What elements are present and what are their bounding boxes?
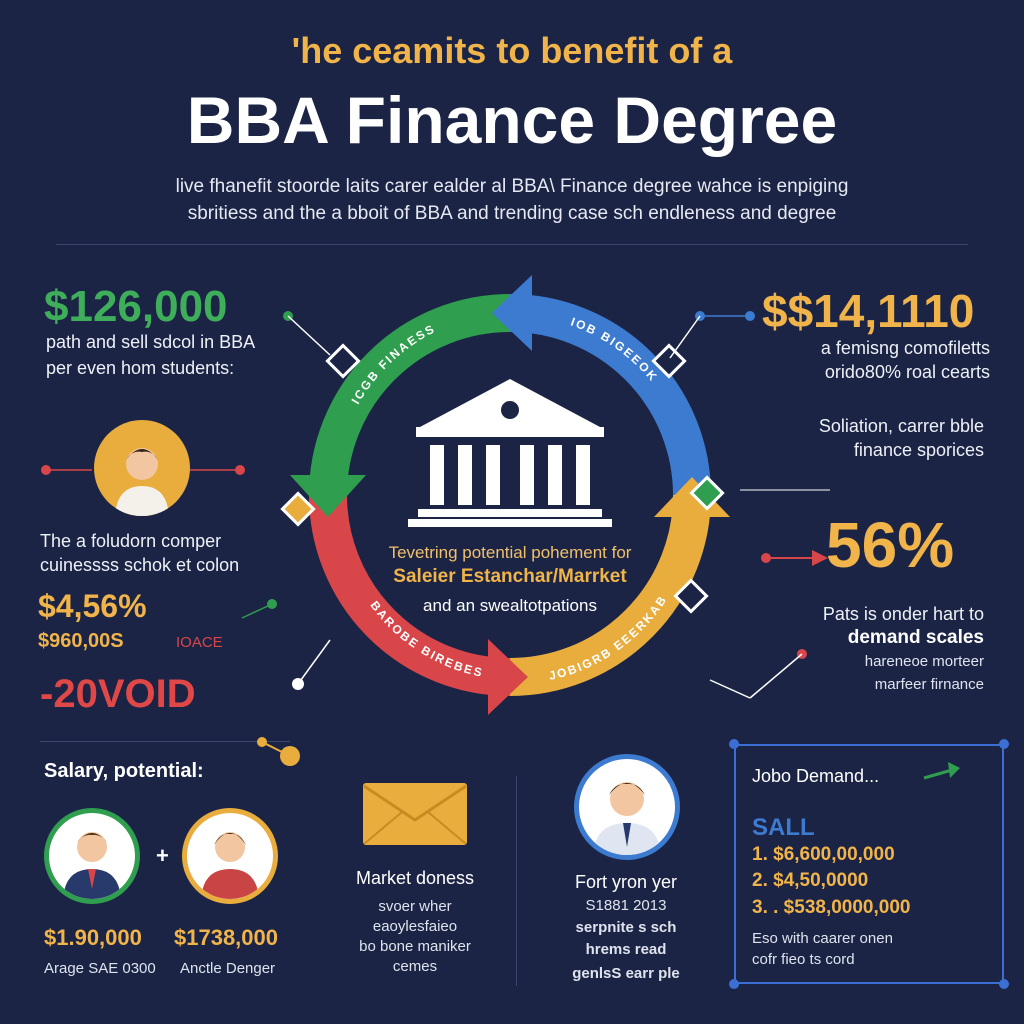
box-corner-dot: [729, 979, 739, 989]
right-stat-1-line-2: orido80% roal cearts: [824, 362, 990, 382]
ring-segment-blue: [509, 294, 711, 496]
market-line-4: cemes: [392, 958, 438, 975]
envelope-icon: [363, 783, 467, 845]
salary-heading: Salary, potential:: [44, 760, 204, 782]
left-connectors: [41, 311, 331, 690]
market-line-2: eaoylesfaieo: [372, 918, 458, 935]
box-corner-dot: [729, 739, 739, 749]
salary-1-caption: Arage SAE 0300: [44, 960, 156, 977]
right-stat-2: 56%: [826, 509, 955, 581]
jobs-demand-box: Jobo Demand... SALL 1. $6,600,00,000 2. …: [729, 739, 1009, 989]
right-text-2-line-1: Soliation, carrer bble: [818, 416, 984, 436]
page-title: BBA Finance Degree: [186, 83, 838, 157]
bank-building-icon: [408, 379, 612, 527]
ring-arrow-red: [488, 639, 528, 715]
fort-line-3: serpnite s sch: [575, 919, 677, 936]
left-stat-2-sub: $960,00S: [38, 630, 124, 652]
bottom-left-divider: [40, 741, 290, 742]
ring-center-line-1: Tevetring potential pohement for: [388, 543, 632, 562]
ring-node-blue: [651, 343, 687, 379]
right-stat-1: $$14,1110: [762, 285, 975, 337]
ring-segment-yellow: [509, 494, 711, 696]
jobs-item-2: 2. $4,50,0000: [752, 870, 869, 891]
ring-arrow-yellow: [654, 477, 730, 517]
avatar-graduate-2: [182, 808, 278, 904]
jobs-note-line-1: Eso with caarer onen: [752, 930, 893, 947]
jobs-item-1: 1. $6,600,00,000: [752, 844, 895, 865]
fort-line-5: genlsS earr ple: [572, 965, 680, 982]
right-stat-1-line-1: a femisng comofiletts: [820, 338, 990, 358]
market-heading: Market doness: [355, 868, 475, 888]
salary-1-value: $1.90,000: [44, 925, 142, 950]
jobs-sub-heading: SALL: [752, 814, 815, 841]
bottom-center-divider: [516, 776, 517, 986]
ring-segment-green: [309, 294, 511, 496]
ring-node-yellow: [673, 578, 709, 614]
right-stat-2-line-3: hareneoe morteer: [864, 653, 984, 670]
box-corner-dot: [999, 979, 1009, 989]
left-stat-1-line-1: path and sell sdcol in BBA: [46, 332, 256, 352]
left-stat-2-sub-tag: IOACE: [176, 634, 223, 651]
left-stat-1-line-2: per even hom students:: [46, 358, 235, 378]
right-stat-2-line-2: demand scales: [847, 627, 984, 648]
ring-arrow-blue: [492, 275, 532, 351]
box-corner-dot: [999, 739, 1009, 749]
subtitle-line-1: live fhanefit stoorde laits carer ealder…: [175, 176, 849, 197]
left-stat-2: $4,56%: [38, 588, 147, 624]
avatar-professional: [574, 754, 680, 860]
plus-sign: +: [156, 843, 169, 868]
right-text-2-line-2: finance sporices: [853, 440, 984, 460]
degree-cycle-ring: ICGB FINAESS IOB BIGEEOK BAROBE BIREBES …: [280, 275, 730, 715]
ring-center-line-2: Saleier Estanchar/Marrket: [393, 566, 627, 587]
fort-line-4: hrems read: [585, 941, 667, 958]
jobs-heading: Jobo Demand...: [752, 766, 880, 786]
subtitle-line-2: sbritiess and the a bboit of BBA and tre…: [187, 203, 837, 224]
salary-2-value: $1738,000: [174, 925, 278, 950]
avatar-graduate-1: [44, 808, 140, 904]
left-text-2-line-1: The a foludorn comper: [40, 531, 222, 551]
pre-title: 'he ceamits to benefit of a: [291, 30, 733, 71]
market-line-1: svoer wher: [378, 898, 452, 915]
left-text-2-line-2: cuinessss schok et colon: [40, 555, 240, 575]
left-stat-3: -20VOID: [40, 672, 196, 716]
right-arrow-connector: [740, 489, 830, 566]
salary-connector: [257, 737, 300, 766]
ring-node-left: [280, 491, 316, 527]
market-line-3: bo bone maniker: [359, 938, 471, 955]
salary-2-caption: Anctle Denger: [180, 960, 276, 977]
right-connector-3: [709, 649, 807, 699]
fort-line-2: S1881 2013: [585, 897, 667, 914]
ring-segment-red: [309, 494, 511, 696]
ring-arrow-green: [290, 475, 366, 517]
right-stat-2-line-4: marfeer firnance: [874, 676, 984, 693]
fort-line-1: Fort yron yer: [574, 872, 678, 892]
ring-node-green: [325, 343, 361, 379]
right-stat-2-line-1: Pats is onder hart to: [822, 604, 984, 624]
ring-center-line-3: and an swealtotpations: [423, 596, 597, 615]
jobs-item-3: 3. . $538,0000,000: [752, 897, 911, 918]
right-connector-1: [669, 311, 755, 359]
avatar-student: [94, 420, 190, 516]
header-divider: [56, 244, 968, 245]
trend-arrow-icon: [923, 762, 960, 780]
left-stat-1: $126,000: [44, 282, 228, 331]
jobs-note-line-2: cofr fieo ts cord: [752, 951, 855, 968]
ring-node-right: [689, 475, 725, 511]
